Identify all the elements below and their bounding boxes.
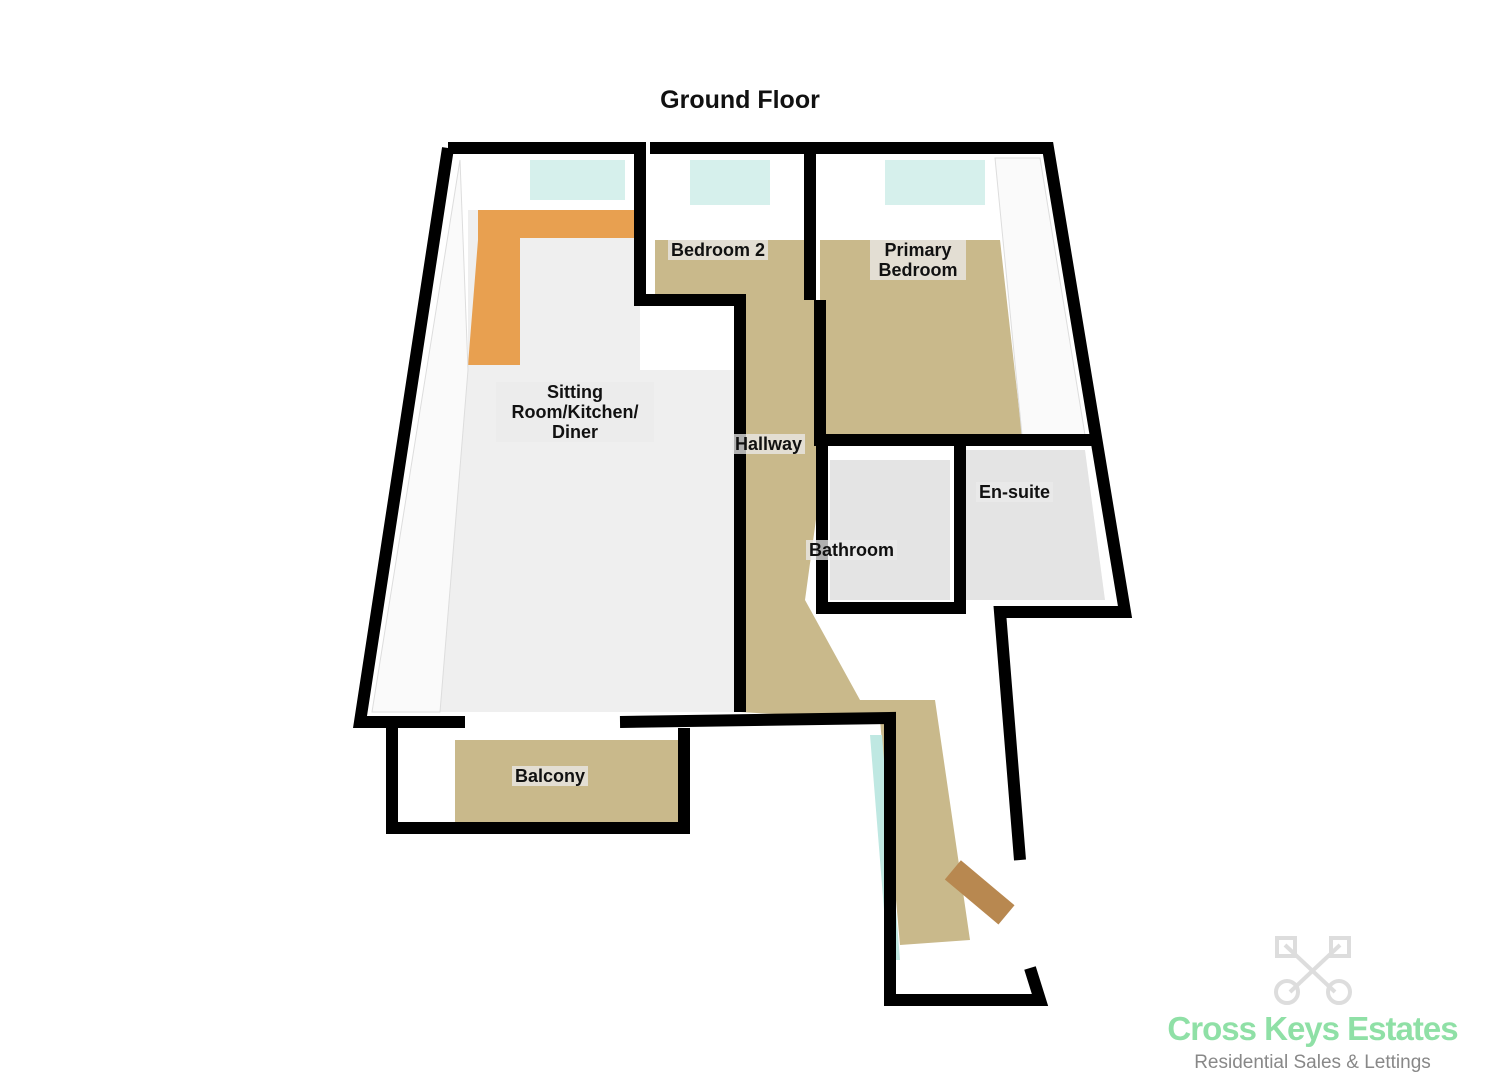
window-sitting [530, 160, 625, 200]
company-tagline: Residential Sales & Lettings [1194, 1052, 1431, 1073]
kitchen-worktop [468, 210, 640, 365]
label-balcony: Balcony [512, 766, 589, 786]
label-ensuite: En-suite [976, 482, 1054, 502]
walls [353, 142, 1133, 1006]
crossed-keys-icon [1274, 936, 1352, 1005]
ensuite-floor [958, 450, 1105, 600]
company-logo: Cross Keys Estates Residential Sales & L… [1140, 930, 1485, 1080]
sitting-left-wall [371, 159, 469, 713]
window-primary [885, 160, 985, 205]
hallway-floor [740, 300, 970, 945]
window-bedroom-2 [690, 160, 770, 205]
bathroom-floor [830, 460, 950, 600]
floor-title: Ground Floor [660, 86, 820, 114]
company-name: Cross Keys Estates [1167, 1010, 1458, 1047]
label-sitting-room: Sitting Room/Kitchen/ Diner [496, 382, 654, 442]
label-primary-bedroom: Primary Bedroom [870, 240, 966, 280]
front-door [944, 860, 1015, 925]
label-hallway: Hallway [732, 434, 806, 454]
label-bedroom-2: Bedroom 2 [668, 240, 769, 260]
primary-bedroom-floor [820, 240, 1022, 435]
label-bathroom: Bathroom [806, 540, 897, 560]
